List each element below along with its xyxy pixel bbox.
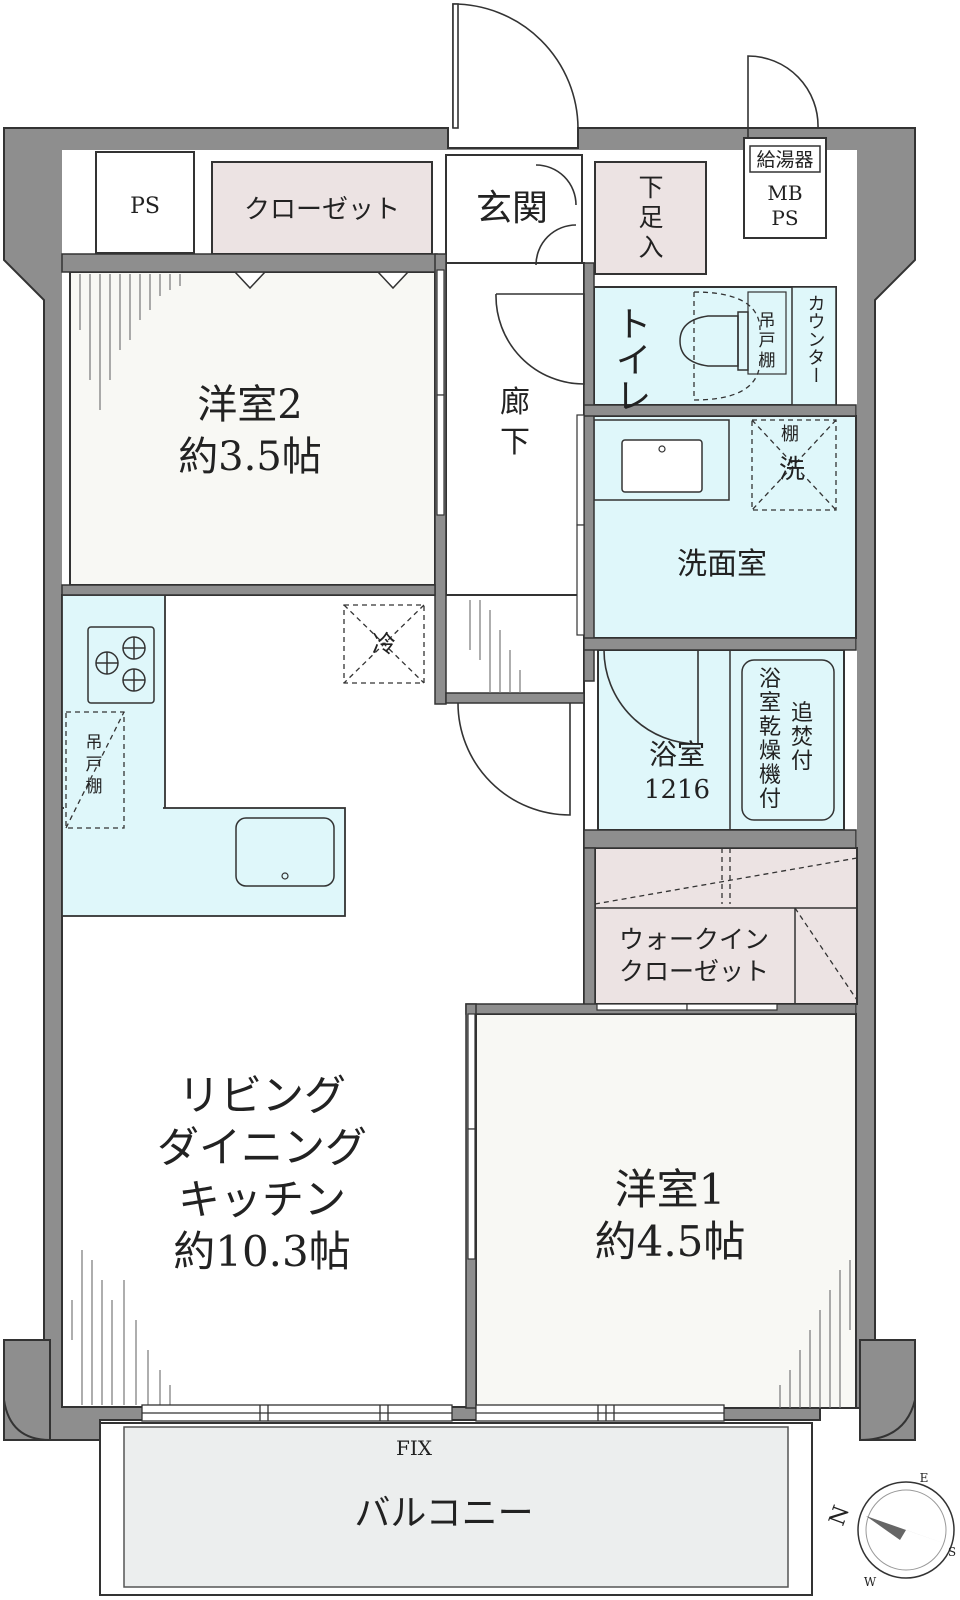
compass-north: N — [825, 1502, 855, 1529]
hanging-shelf-kitchen-label-3: 棚 — [86, 777, 103, 797]
toilet-fixture-icon — [679, 311, 749, 371]
washing-machine-label: 洗 — [779, 455, 805, 485]
column-right — [859, 1339, 916, 1442]
bath-dryer-label-5: 機 — [759, 763, 781, 788]
bathroom-name: 浴室 — [649, 738, 705, 771]
counter-box — [791, 286, 837, 406]
hanging-shelf-toilet-box — [747, 291, 787, 375]
hanging-shelf-kitchen-label-2: 戸 — [86, 755, 103, 775]
bathroom-size: 1216 — [644, 775, 710, 805]
western-room-1-floor — [475, 1013, 857, 1409]
water-heater-box — [749, 145, 821, 173]
walk-in-closet-label-2: クローゼット — [619, 957, 769, 986]
shoe-storage-label-1: 下 — [638, 173, 663, 202]
shelf-washroom-label: 棚 — [781, 424, 799, 445]
compass-east: E — [920, 1471, 929, 1485]
ldk-size: 約10.3帖 — [173, 1227, 351, 1276]
water-heater-label: 給湯器 — [756, 149, 813, 171]
balcony-floor — [123, 1426, 789, 1588]
balcony-label: バルコニー — [354, 1493, 533, 1534]
windows — [141, 1404, 725, 1422]
ldk-label-3: キッチン — [178, 1175, 346, 1224]
shoe-storage-box — [594, 161, 707, 275]
counter-label: カウンター — [805, 294, 826, 384]
burner-icons — [95, 636, 146, 692]
fridge-space — [343, 604, 425, 684]
sliding-doors — [436, 269, 778, 1260]
western-room-1-size: 約4.5帖 — [595, 1217, 746, 1266]
washing-machine-space — [751, 419, 837, 511]
compass-south: S — [948, 1545, 956, 1559]
compass-west: W — [864, 1575, 877, 1589]
ldk-label-1: リビング — [178, 1071, 346, 1120]
hanging-shelf-toilet-label-3: 棚 — [759, 351, 776, 371]
walk-in-closet-label-1: ウォークイン — [619, 925, 769, 954]
bath-dryer-label-1: 浴 — [759, 667, 781, 692]
closet-top-label: クローゼット — [244, 195, 400, 225]
bath-dryer-label-2: 室 — [759, 691, 781, 716]
stove-top — [87, 626, 155, 704]
toilet-label: トイレ — [610, 305, 651, 413]
bath-dryer-label-6: 付 — [759, 787, 781, 812]
vanity-sink — [621, 439, 703, 493]
toilet-space-lines — [693, 291, 761, 401]
washroom-label: 洗面室 — [677, 547, 767, 582]
reheat-label-2: 焚 — [791, 725, 813, 750]
walk-in-closet-floor — [594, 847, 858, 1005]
fix-label: FIX — [396, 1436, 433, 1460]
bath-dryer-label-3: 乾 — [759, 715, 781, 740]
reheat-label-1: 追 — [791, 701, 813, 726]
hanging-shelf-toilet-label-1: 吊 — [759, 311, 776, 331]
hanging-shelf-kitchen-box — [65, 711, 125, 829]
western-room-2-name: 洋室2 — [197, 382, 302, 428]
western-room-2-floor — [69, 271, 436, 586]
entrance-label: 玄関 — [476, 188, 548, 229]
shoe-storage-label-3: 入 — [638, 233, 663, 262]
column-left — [3, 1339, 51, 1442]
corridor-label-2: 下 — [500, 425, 530, 460]
ps-left-label: PS — [130, 194, 160, 219]
kitchen-join — [64, 806, 163, 914]
ps-right-label: PS — [771, 206, 798, 230]
wic-dashed — [594, 848, 858, 1001]
ps-left-box — [95, 151, 195, 254]
hanging-shelf-toilet-label-2: 戸 — [759, 331, 776, 351]
closet-top-box — [211, 161, 433, 255]
compass-icon — [857, 1481, 955, 1579]
mb-label: MB — [767, 181, 802, 205]
bath-dryer-label-4: 燥 — [759, 739, 781, 764]
kitchen-sink — [235, 817, 335, 887]
door-swings — [452, 3, 819, 816]
fridge-label: 冷 — [372, 630, 396, 658]
shoe-storage-label-2: 足 — [638, 203, 663, 232]
reheat-label-3: 付 — [791, 749, 813, 774]
western-room-1-name: 洋室1 — [615, 1165, 726, 1214]
hanging-shelf-kitchen-label-1: 吊 — [86, 733, 103, 753]
western-room-2-size: 約3.5帖 — [178, 434, 322, 480]
sink-drain — [281, 872, 289, 880]
vanity-drain — [658, 445, 666, 453]
corridor-label-1: 廊 — [500, 385, 530, 420]
bathtub — [741, 659, 835, 821]
window-light-hatching — [71, 274, 851, 1408]
ldk-label-2: ダイニング — [157, 1123, 367, 1172]
